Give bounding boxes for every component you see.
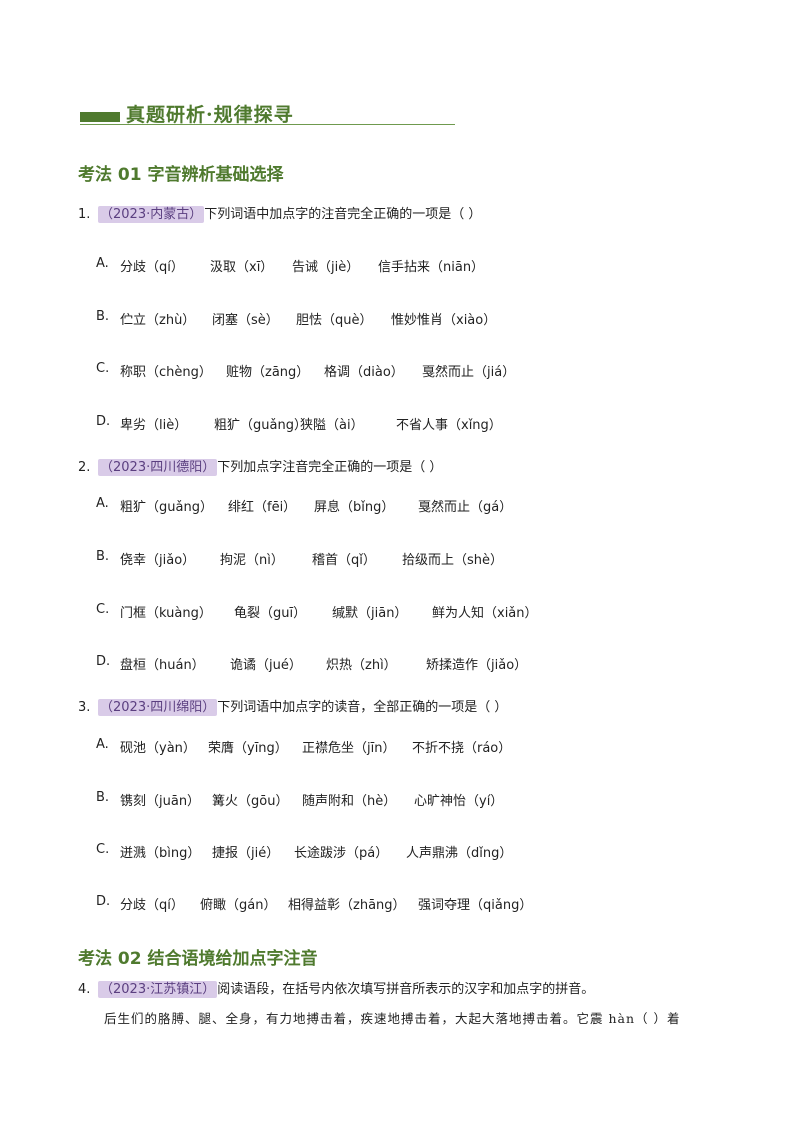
option-item: 诡谲（jué） bbox=[230, 658, 302, 673]
option-item: 心旷神怡（yí） bbox=[414, 794, 504, 809]
option-item: 相得益彰（zhāng） bbox=[288, 898, 406, 913]
question-2: 2. （2023·四川德阳）下列加点字注音完全正确的一项是（ ） bbox=[78, 456, 443, 476]
option-item: 荣膺（yīng） bbox=[208, 741, 288, 756]
banner-title: 真题研析·规律探寻 bbox=[126, 104, 294, 126]
option-item: 长途跋涉（pá） bbox=[294, 846, 389, 861]
option-item: 不折不挠（ráo） bbox=[412, 741, 512, 756]
option-item: 龟裂（guī） bbox=[234, 606, 307, 621]
option-item: 人声鼎沸（dǐng） bbox=[406, 846, 513, 861]
question-stem: 下列词语中加点字的注音完全正确的一项是（ ） bbox=[204, 207, 482, 222]
option-item: 俯瞰（gán） bbox=[200, 898, 277, 913]
option-item: 迸溅（bìng） bbox=[120, 846, 201, 861]
question-number: 3. bbox=[78, 700, 91, 715]
option-item: 正襟危坐（jīn） bbox=[302, 741, 396, 756]
reading-passage: 后生们的胳膊、腿、全身，有力地搏击着，疾速地搏击着，大起大落地搏击着。它震 hà… bbox=[104, 1011, 681, 1026]
question-stem: 下列加点字注音完全正确的一项是（ ） bbox=[217, 460, 443, 475]
option-item: 闭塞（sè） bbox=[212, 313, 279, 328]
question-stem: 下列词语中加点字的读音，全部正确的一项是（ ） bbox=[217, 700, 508, 715]
option-item: 鲜为人知（xiǎn） bbox=[432, 606, 538, 621]
option-item: 汲取（xī） bbox=[210, 260, 274, 275]
question-source: （2023·四川绵阳） bbox=[98, 699, 218, 716]
option-item: 捷报（jié） bbox=[212, 846, 280, 861]
question-1: 1. （2023·内蒙古）下列词语中加点字的注音完全正确的一项是（ ） bbox=[78, 203, 482, 223]
option-item: 卑劣（liè） bbox=[120, 418, 188, 433]
option-label: C. bbox=[96, 602, 110, 617]
option-item: 稽首（qǐ） bbox=[312, 553, 376, 568]
option-item: 告诫（jiè） bbox=[292, 260, 360, 275]
option-item: 格调（diào） bbox=[324, 365, 404, 380]
section-banner: 真题研析·规律探寻 bbox=[80, 98, 455, 128]
option-label: D. bbox=[96, 414, 111, 429]
option-item: 砚池（yàn） bbox=[120, 741, 196, 756]
option-item: 绯红（fēi） bbox=[228, 500, 297, 515]
option-item: 信手拈来（niān） bbox=[378, 260, 485, 275]
option-item: 伫立（zhù） bbox=[120, 313, 196, 328]
option-label: A. bbox=[96, 256, 109, 271]
option-item: 粗犷（guǎng） bbox=[214, 418, 307, 433]
section-title-1: 考法 01 字音辨析基础选择 bbox=[78, 165, 284, 185]
option-item: 胆怯（què） bbox=[296, 313, 373, 328]
option-item: 戛然而止（jiá） bbox=[422, 365, 516, 380]
option-label: B. bbox=[96, 309, 110, 324]
question-stem: 阅读语段，在括号内依次填写拼音所表示的汉字和加点字的拼音。 bbox=[217, 982, 595, 997]
question-4: 4. （2023·江苏镇江）阅读语段，在括号内依次填写拼音所表示的汉字和加点字的拼… bbox=[78, 978, 595, 998]
question-number: 1. bbox=[78, 207, 91, 222]
option-label: D. bbox=[96, 894, 111, 909]
section-title-2: 考法 02 结合语境给加点字注音 bbox=[78, 949, 318, 969]
option-label: B. bbox=[96, 549, 110, 564]
option-label: A. bbox=[96, 496, 109, 511]
option-item: 分歧（qí） bbox=[120, 898, 184, 913]
option-item: 粗犷（guǎng） bbox=[120, 500, 213, 515]
option-item: 镌刻（juān） bbox=[120, 794, 201, 809]
option-item: 随声附和（hè） bbox=[302, 794, 397, 809]
question-source: （2023·江苏镇江） bbox=[98, 981, 218, 998]
option-item: 炽热（zhì） bbox=[326, 658, 397, 673]
option-item: 矫揉造作（jiǎo） bbox=[426, 658, 528, 673]
question-number: 4. bbox=[78, 982, 91, 997]
option-item: 篝火（gōu） bbox=[212, 794, 289, 809]
option-item: 门框（kuàng） bbox=[120, 606, 212, 621]
option-item: 惟妙惟肖（xiào） bbox=[391, 313, 497, 328]
option-item: 缄默（jiān） bbox=[332, 606, 408, 621]
option-item: 称职（chèng） bbox=[120, 365, 212, 380]
question-3: 3. （2023·四川绵阳）下列词语中加点字的读音，全部正确的一项是（ ） bbox=[78, 696, 508, 716]
option-item: 盘桓（huán） bbox=[120, 658, 205, 673]
option-item: 侥幸（jiǎo） bbox=[120, 553, 196, 568]
option-item: 拾级而上（shè） bbox=[402, 553, 504, 568]
option-item: 狭隘（ài） bbox=[300, 418, 364, 433]
option-item: 赃物（zāng） bbox=[226, 365, 310, 380]
option-item: 拘泥（nì） bbox=[220, 553, 284, 568]
option-label: A. bbox=[96, 737, 109, 752]
option-label: D. bbox=[96, 654, 111, 669]
question-source: （2023·内蒙古） bbox=[98, 206, 205, 223]
option-item: 屏息（bǐng） bbox=[314, 500, 395, 515]
option-label: C. bbox=[96, 842, 110, 857]
option-item: 戛然而止（gá） bbox=[418, 500, 513, 515]
option-label: C. bbox=[96, 361, 110, 376]
question-source: （2023·四川德阳） bbox=[98, 459, 218, 476]
option-item: 分歧（qí） bbox=[120, 260, 184, 275]
option-item: 强词夺理（qiǎng） bbox=[418, 898, 533, 913]
banner-rule bbox=[80, 124, 455, 125]
option-item: 不省人事（xǐng） bbox=[396, 418, 502, 433]
banner-bar bbox=[80, 112, 120, 122]
option-label: B. bbox=[96, 790, 110, 805]
question-number: 2. bbox=[78, 460, 91, 475]
